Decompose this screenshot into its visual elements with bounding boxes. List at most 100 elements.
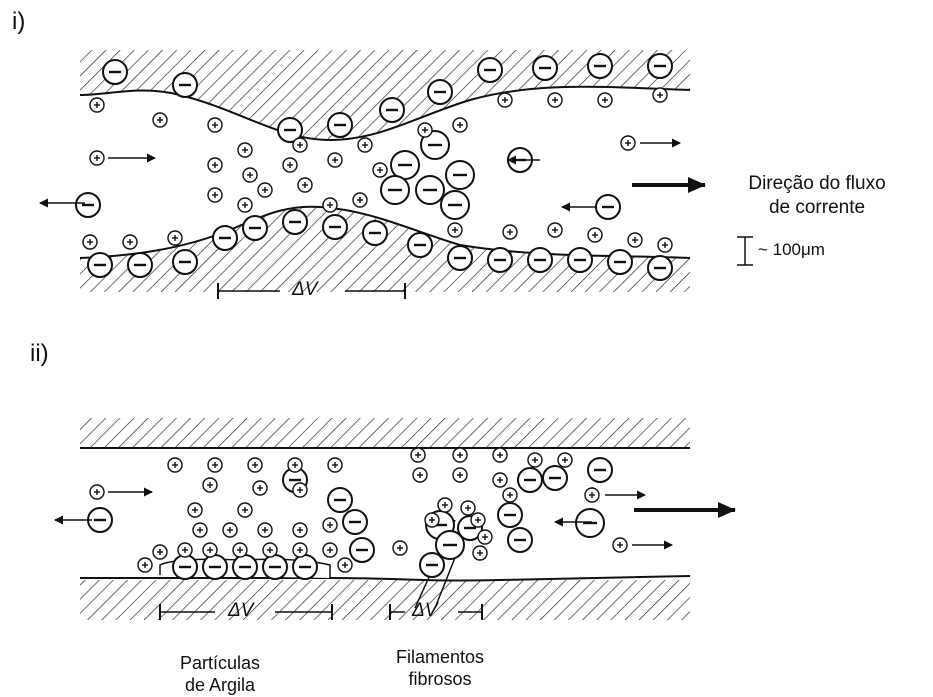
- negative-ion-icon: [328, 488, 352, 512]
- positive-ion-icon: [223, 523, 237, 537]
- negative-ion-icon: [88, 253, 112, 277]
- positive-ion-icon: [658, 238, 672, 252]
- negative-ion-icon: [533, 56, 557, 80]
- negative-ion-icon: [293, 555, 317, 579]
- positive-ion-icon: [238, 198, 252, 212]
- positive-ion-icon: [413, 468, 427, 482]
- negative-ion-icon: [518, 468, 542, 492]
- positive-ion-icon: [123, 235, 137, 249]
- positive-ion-icon: [83, 235, 97, 249]
- positive-ion-icon: [453, 448, 467, 462]
- negative-ion-icon: [380, 98, 404, 122]
- positive-ion-icon: [258, 183, 272, 197]
- positive-ion-icon: [90, 98, 104, 112]
- panel-i-label: i): [12, 8, 25, 36]
- positive-ion-icon: [298, 178, 312, 192]
- positive-ion-icon: [613, 538, 627, 552]
- positive-ion-icon: [393, 541, 407, 555]
- negative-ion-icon: [243, 216, 267, 240]
- negative-ion-icon: [173, 73, 197, 97]
- positive-ion-icon: [203, 543, 217, 557]
- positive-ion-icon: [503, 488, 517, 502]
- positive-ion-icon: [90, 151, 104, 165]
- negative-ion-icon: [233, 555, 257, 579]
- positive-ion-icon: [528, 453, 542, 467]
- positive-ion-icon: [193, 523, 207, 537]
- positive-ion-icon: [328, 153, 342, 167]
- positive-ion-icon: [548, 223, 562, 237]
- negative-ion-icon: [420, 553, 444, 577]
- negative-ion-icon: [343, 510, 367, 534]
- positive-ion-icon: [598, 93, 612, 107]
- top-wall-hatch: [80, 418, 690, 448]
- positive-ion-icon: [493, 473, 507, 487]
- negative-ion-icon: [441, 191, 469, 219]
- positive-ion-icon: [203, 478, 217, 492]
- current-direction-label: Direção do fluxo de corrente: [712, 172, 922, 220]
- negative-ion-icon: [428, 80, 452, 104]
- delta-v-label: ΔV: [292, 279, 317, 301]
- positive-ion-icon: [248, 458, 262, 472]
- negative-ion-icon: [498, 503, 522, 527]
- positive-ion-icon: [293, 138, 307, 152]
- negative-ion-icon: [508, 528, 532, 552]
- positive-ion-icon: [473, 546, 487, 560]
- positive-ion-icon: [628, 233, 642, 247]
- positive-ion-icon: [233, 543, 247, 557]
- negative-ion-icon: [323, 215, 347, 239]
- negative-ion-icon: [76, 193, 100, 217]
- positive-ion-icon: [208, 458, 222, 472]
- positive-ion-icon: [353, 193, 367, 207]
- negative-ion-icon: [203, 555, 227, 579]
- negative-ion-icon: [608, 250, 632, 274]
- positive-ion-icon: [621, 136, 635, 150]
- panel-ii-ions: [88, 448, 627, 579]
- negative-ion-icon: [350, 538, 374, 562]
- positive-ion-icon: [461, 501, 475, 515]
- positive-ion-icon: [438, 498, 452, 512]
- positive-ion-icon: [585, 488, 599, 502]
- positive-ion-icon: [448, 223, 462, 237]
- negative-ion-icon: [543, 466, 567, 490]
- negative-ion-icon: [446, 161, 474, 189]
- positive-ion-icon: [453, 468, 467, 482]
- negative-ion-icon: [173, 555, 197, 579]
- negative-ion-icon: [263, 555, 287, 579]
- positive-ion-icon: [373, 163, 387, 177]
- positive-ion-icon: [293, 523, 307, 537]
- positive-ion-icon: [238, 143, 252, 157]
- positive-ion-icon: [425, 513, 439, 527]
- negative-ion-icon: [588, 458, 612, 482]
- positive-ion-icon: [293, 543, 307, 557]
- positive-ion-icon: [323, 198, 337, 212]
- scale-label: ~ 100μm: [758, 240, 825, 260]
- negative-ion-icon: [283, 210, 307, 234]
- positive-ion-icon: [453, 118, 467, 132]
- negative-ion-icon: [128, 253, 152, 277]
- fibrous-filaments-caption: Filamentos fibrosos: [370, 646, 510, 690]
- clay-particles-caption: Partículas de Argila: [150, 652, 290, 696]
- positive-ion-icon: [258, 523, 272, 537]
- negative-ion-icon: [416, 176, 444, 204]
- positive-ion-icon: [283, 158, 297, 172]
- positive-ion-icon: [548, 93, 562, 107]
- positive-ion-icon: [493, 448, 507, 462]
- positive-ion-icon: [263, 543, 277, 557]
- positive-ion-icon: [178, 543, 192, 557]
- positive-ion-icon: [288, 458, 302, 472]
- positive-ion-icon: [253, 481, 267, 495]
- positive-ion-icon: [411, 448, 425, 462]
- negative-ion-icon: [648, 256, 672, 280]
- positive-ion-icon: [503, 225, 517, 239]
- negative-ion-icon: [213, 226, 237, 250]
- panel-ii-label: ii): [30, 340, 49, 368]
- positive-ion-icon: [588, 228, 602, 242]
- delta-v-clay-label: ΔV: [228, 600, 253, 622]
- positive-ion-icon: [168, 458, 182, 472]
- positive-ion-icon: [188, 503, 202, 517]
- negative-ion-icon: [391, 151, 419, 179]
- positive-ion-icon: [558, 453, 572, 467]
- positive-ion-icon: [293, 483, 307, 497]
- bottom-wall-line: [80, 576, 690, 581]
